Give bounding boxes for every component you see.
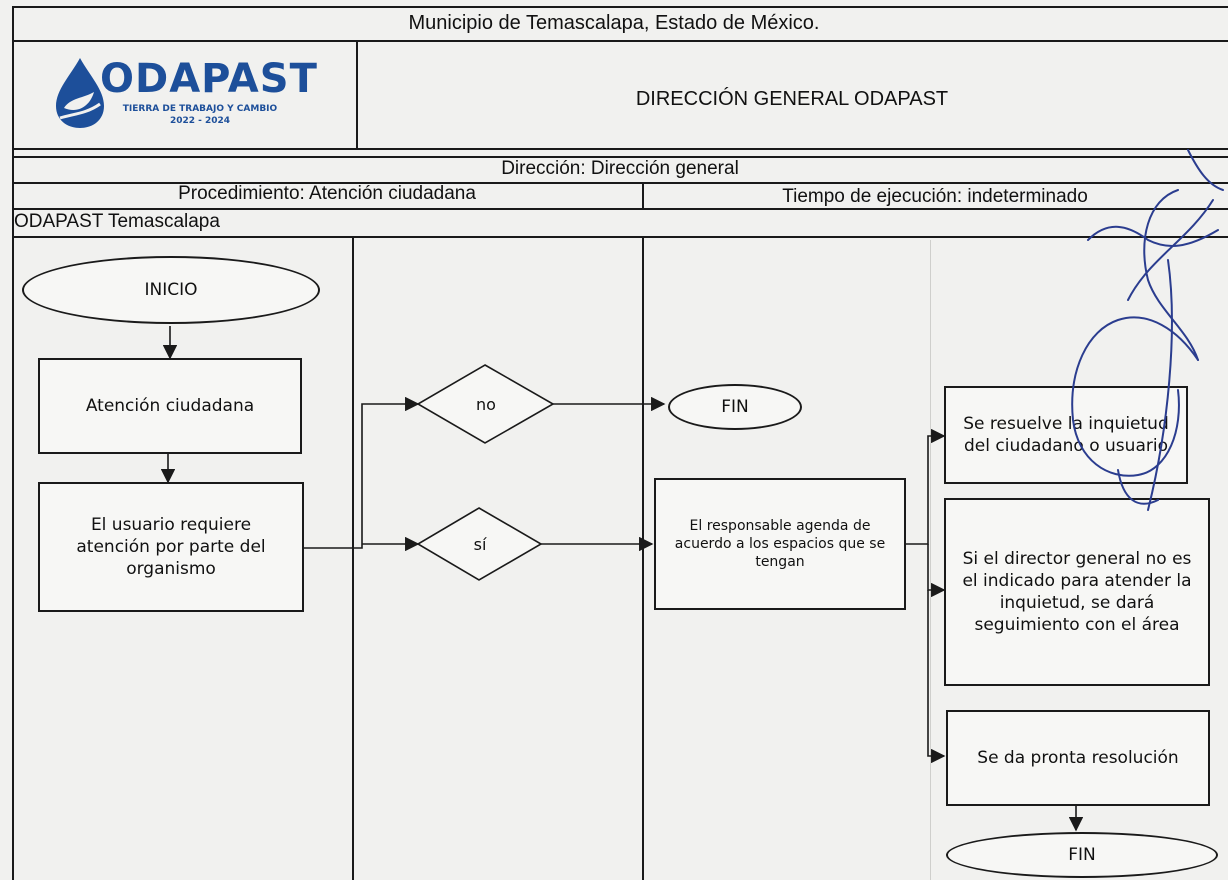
logo-years: 2022 - 2024 bbox=[169, 116, 231, 126]
header-divider-3 bbox=[12, 156, 1228, 158]
decision-no-diamond bbox=[416, 364, 555, 444]
lane-divider-1 bbox=[352, 236, 354, 880]
decision-yes-label: sí bbox=[473, 534, 487, 554]
step-schedule: El responsable agenda de acuerdo a los e… bbox=[654, 478, 906, 610]
decision-yes-diamond bbox=[416, 507, 543, 581]
header-divider-6 bbox=[12, 236, 1228, 238]
outcome-resolved: Se resuelve la inquietud del ciudadano o… bbox=[944, 386, 1188, 484]
handwritten-signature bbox=[1071, 149, 1224, 511]
end-after-no-terminal: FIN bbox=[668, 384, 802, 430]
water-drop-icon bbox=[56, 58, 104, 128]
header-divider-1 bbox=[12, 40, 1228, 42]
lane-divider-3 bbox=[930, 240, 931, 880]
header-logo-divider bbox=[356, 40, 358, 148]
header-divider-2 bbox=[12, 148, 1228, 150]
municipality-title: Municipio de Temascalapa, Estado de Méxi… bbox=[408, 12, 820, 34]
outcome-followup: Si el director general no es el indicado… bbox=[944, 498, 1210, 686]
department-title: DIRECCIÓN GENERAL ODAPAST bbox=[635, 88, 949, 110]
odapast-logo: ODAPAST TIERRA DE TRABAJO Y CAMBIO 2022 … bbox=[40, 52, 320, 132]
lane-divider-2 bbox=[642, 236, 644, 880]
header-divider-4 bbox=[12, 182, 1228, 184]
logo-tagline: TIERRA DE TRABAJO Y CAMBIO bbox=[122, 104, 278, 114]
step-user-requires: El usuario requiere atención por parte d… bbox=[38, 482, 304, 612]
direction-label: Dirección: Dirección general bbox=[501, 158, 739, 179]
logo-name: ODAPAST bbox=[100, 56, 318, 102]
border-left bbox=[12, 6, 14, 880]
end-final-terminal: FIN bbox=[946, 832, 1218, 878]
start-terminal: INICIO bbox=[22, 256, 320, 324]
border-top bbox=[12, 6, 1228, 8]
decision-no-label: no bbox=[476, 394, 496, 414]
execution-time-label: Tiempo de ejecución: indeterminado bbox=[782, 186, 1088, 207]
step-attention: Atención ciudadana bbox=[38, 358, 302, 454]
lane-label: ODAPAST Temascalapa bbox=[14, 211, 220, 232]
procedure-divider bbox=[642, 182, 644, 208]
procedure-label: Procedimiento: Atención ciudadana bbox=[178, 183, 476, 204]
outcome-prompt: Se da pronta resolución bbox=[946, 710, 1210, 806]
header-divider-5 bbox=[12, 208, 1228, 210]
